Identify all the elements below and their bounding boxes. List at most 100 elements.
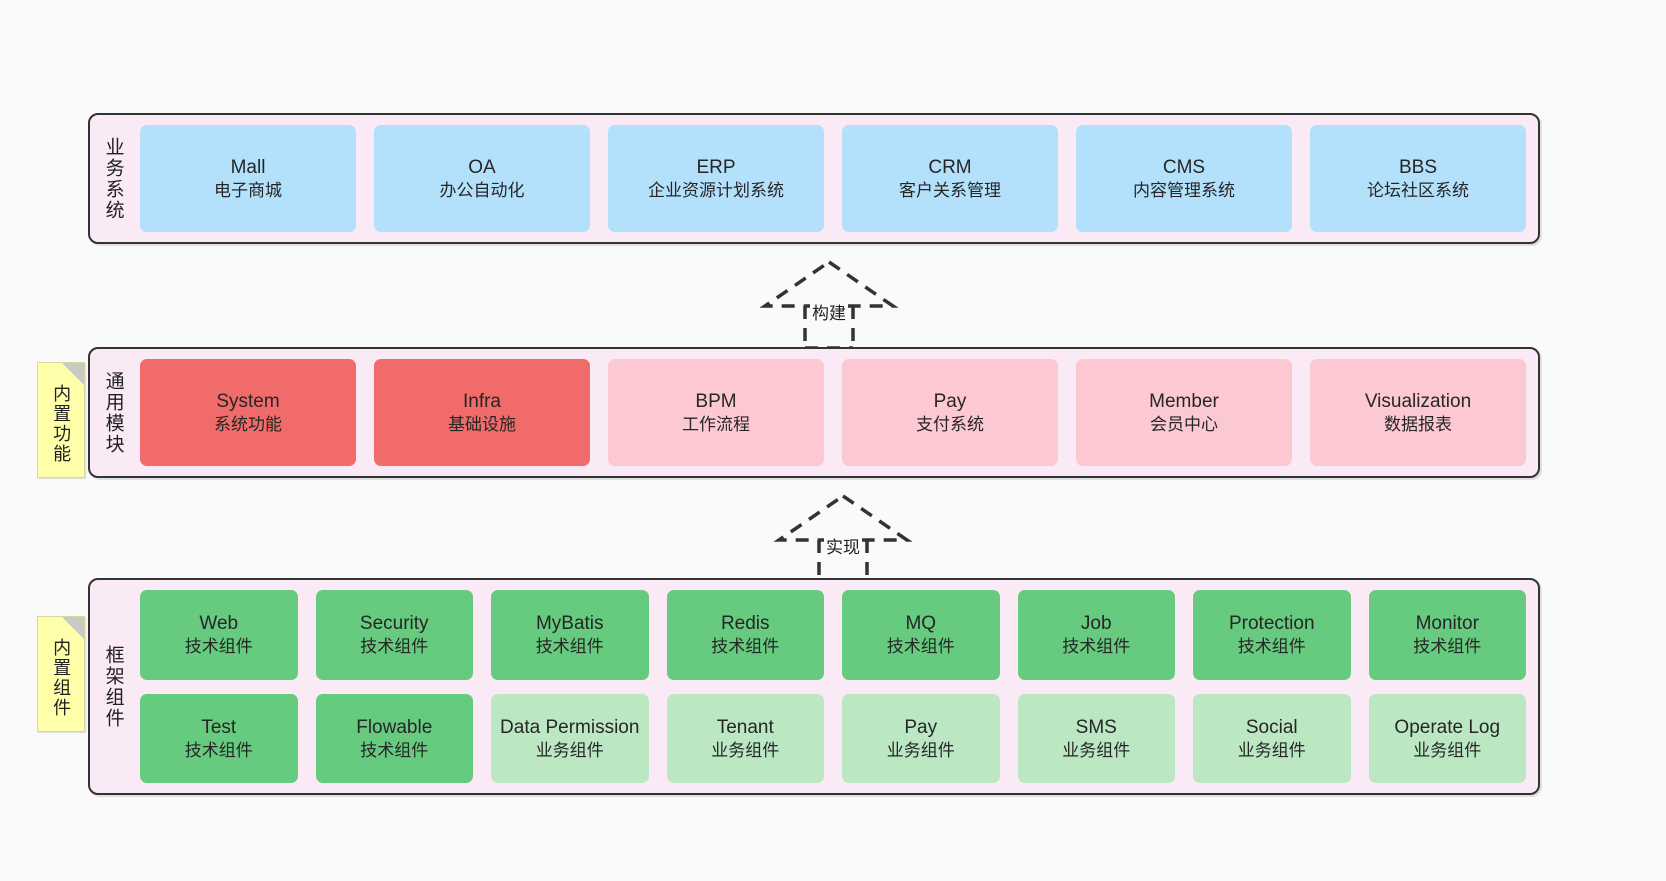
card-row: Test 技术组件 Flowable 技术组件 Data Permission … — [140, 693, 1526, 783]
card-title-cn: 企业资源计划系统 — [648, 180, 784, 200]
card-security[interactable]: Security 技术组件 — [315, 590, 473, 680]
card-title-cn: 技术组件 — [184, 637, 253, 657]
card-job[interactable]: Job 技术组件 — [1017, 590, 1175, 680]
card-monitor[interactable]: Monitor 技术组件 — [1368, 590, 1526, 680]
card-title-cn: 支付系统 — [916, 414, 984, 434]
card-title-en: CMS — [1162, 156, 1206, 178]
card-row: System 系统功能 Infra 基础设施 BPM 工作流程 Pay 支付系统… — [140, 359, 1526, 466]
card-title-en: Visualization — [1364, 390, 1472, 412]
card-erp[interactable]: ERP 企业资源计划系统 — [608, 125, 824, 232]
card-title-cn: 技术组件 — [184, 740, 253, 760]
card-mq[interactable]: MQ 技术组件 — [842, 590, 1000, 680]
card-title-cn: 会员中心 — [1150, 414, 1218, 434]
card-group-common-module: System 系统功能 Infra 基础设施 BPM 工作流程 Pay 支付系统… — [136, 349, 1538, 476]
card-title-cn: 数据报表 — [1384, 414, 1452, 434]
card-bpm[interactable]: BPM 工作流程 — [608, 359, 824, 466]
card-title-en: Monitor — [1415, 613, 1479, 635]
card-title-en: Social — [1245, 716, 1298, 738]
card-title-cn: 技术组件 — [1237, 637, 1306, 657]
connector-label-build: 构建 — [810, 299, 848, 324]
card-bbs[interactable]: BBS 论坛社区系统 — [1310, 125, 1526, 232]
card-title-cn: 技术组件 — [886, 637, 955, 657]
card-title-cn: 内容管理系统 — [1133, 180, 1235, 200]
sticky-note-builtin-component: 内置组件 — [37, 616, 85, 732]
card-title-en: SMS — [1075, 716, 1117, 738]
card-title-cn: 技术组件 — [711, 637, 780, 657]
card-crm[interactable]: CRM 客户关系管理 — [842, 125, 1058, 232]
note-fold-corner-icon — [62, 617, 84, 639]
card-title-en: Security — [359, 613, 429, 635]
card-test[interactable]: Test 技术组件 — [140, 693, 298, 783]
card-title-cn: 技术组件 — [1413, 637, 1482, 657]
card-system[interactable]: System 系统功能 — [140, 359, 356, 466]
card-pay-business[interactable]: Pay 业务组件 — [842, 693, 1000, 783]
card-title-cn: 业务组件 — [1062, 740, 1131, 760]
card-mall[interactable]: Mall 电子商城 — [140, 125, 356, 232]
card-title-en: OA — [468, 156, 496, 178]
card-title-en: Protection — [1228, 613, 1315, 635]
card-title-en: System — [216, 390, 280, 412]
card-title-cn: 技术组件 — [360, 740, 429, 760]
card-title-en: Data Permission — [500, 716, 640, 738]
card-title-en: Redis — [720, 613, 770, 635]
note-fold-corner-icon — [62, 363, 84, 385]
sticky-note-label: 内置组件 — [51, 638, 72, 718]
card-title-en: Member — [1149, 390, 1219, 412]
card-title-cn: 办公自动化 — [439, 180, 525, 200]
card-title-en: Mall — [230, 156, 266, 178]
card-title-cn: 客户关系管理 — [899, 180, 1001, 200]
card-title-en: Test — [201, 716, 237, 738]
card-oa[interactable]: OA 办公自动化 — [374, 125, 590, 232]
card-operate-log[interactable]: Operate Log 业务组件 — [1368, 693, 1526, 783]
card-title-cn: 技术组件 — [1062, 637, 1131, 657]
card-title-en: CRM — [928, 156, 972, 178]
card-title-en: MyBatis — [535, 613, 604, 635]
card-row: Mall 电子商城 OA 办公自动化 ERP 企业资源计划系统 CRM 客户关系… — [140, 125, 1526, 232]
card-infra[interactable]: Infra 基础设施 — [374, 359, 590, 466]
card-group-business-system: Mall 电子商城 OA 办公自动化 ERP 企业资源计划系统 CRM 客户关系… — [136, 115, 1538, 242]
card-social[interactable]: Social 业务组件 — [1193, 693, 1351, 783]
card-pay[interactable]: Pay 支付系统 — [842, 359, 1058, 466]
card-title-cn: 电子商城 — [214, 180, 282, 200]
sticky-note-builtin-feature: 内置功能 — [37, 362, 85, 478]
card-sms[interactable]: SMS 业务组件 — [1017, 693, 1175, 783]
card-title-cn: 业务组件 — [886, 740, 955, 760]
card-title-en: Pay — [933, 390, 967, 412]
card-title-cn: 技术组件 — [360, 637, 429, 657]
sticky-note-label: 内置功能 — [51, 384, 72, 464]
connector-implement: 实现 — [769, 492, 917, 584]
card-cms[interactable]: CMS 内容管理系统 — [1076, 125, 1292, 232]
card-title-en: Pay — [904, 716, 938, 738]
card-title-en: Infra — [462, 390, 502, 412]
card-title-en: Operate Log — [1394, 716, 1501, 738]
card-title-cn: 工作流程 — [682, 414, 750, 434]
card-redis[interactable]: Redis 技术组件 — [666, 590, 824, 680]
card-title-en: BBS — [1398, 156, 1438, 178]
layer-title-framework-component: 框架组件 — [102, 644, 124, 729]
card-title-cn: 技术组件 — [535, 637, 604, 657]
connector-build: 构建 — [755, 258, 903, 350]
card-flowable[interactable]: Flowable 技术组件 — [315, 693, 473, 783]
card-protection[interactable]: Protection 技术组件 — [1193, 590, 1351, 680]
card-visualization[interactable]: Visualization 数据报表 — [1310, 359, 1526, 466]
card-title-cn: 系统功能 — [214, 414, 282, 434]
connector-label-implement: 实现 — [824, 533, 862, 558]
card-title-en: Web — [199, 613, 239, 635]
card-title-cn: 业务组件 — [1413, 740, 1482, 760]
card-mybatis[interactable]: MyBatis 技术组件 — [491, 590, 649, 680]
card-data-permission[interactable]: Data Permission 业务组件 — [491, 693, 649, 783]
card-web[interactable]: Web 技术组件 — [140, 590, 298, 680]
layer-business-system: 业务系统 Mall 电子商城 OA 办公自动化 ERP 企业资源计划系统 CRM… — [88, 113, 1540, 244]
card-title-en: ERP — [696, 156, 736, 178]
card-member[interactable]: Member 会员中心 — [1076, 359, 1292, 466]
layer-title-business-system: 业务系统 — [102, 136, 124, 221]
card-title-cn: 业务组件 — [535, 740, 604, 760]
card-title-en: Flowable — [356, 716, 433, 738]
card-title-cn: 业务组件 — [1237, 740, 1306, 760]
card-title-en: Job — [1080, 613, 1112, 635]
layer-common-module: 通用模块 System 系统功能 Infra 基础设施 BPM 工作流程 Pay… — [88, 347, 1540, 478]
card-title-cn: 论坛社区系统 — [1367, 180, 1469, 200]
card-tenant[interactable]: Tenant 业务组件 — [666, 693, 824, 783]
card-group-framework-component: Web 技术组件 Security 技术组件 MyBatis 技术组件 Redi… — [136, 580, 1538, 793]
